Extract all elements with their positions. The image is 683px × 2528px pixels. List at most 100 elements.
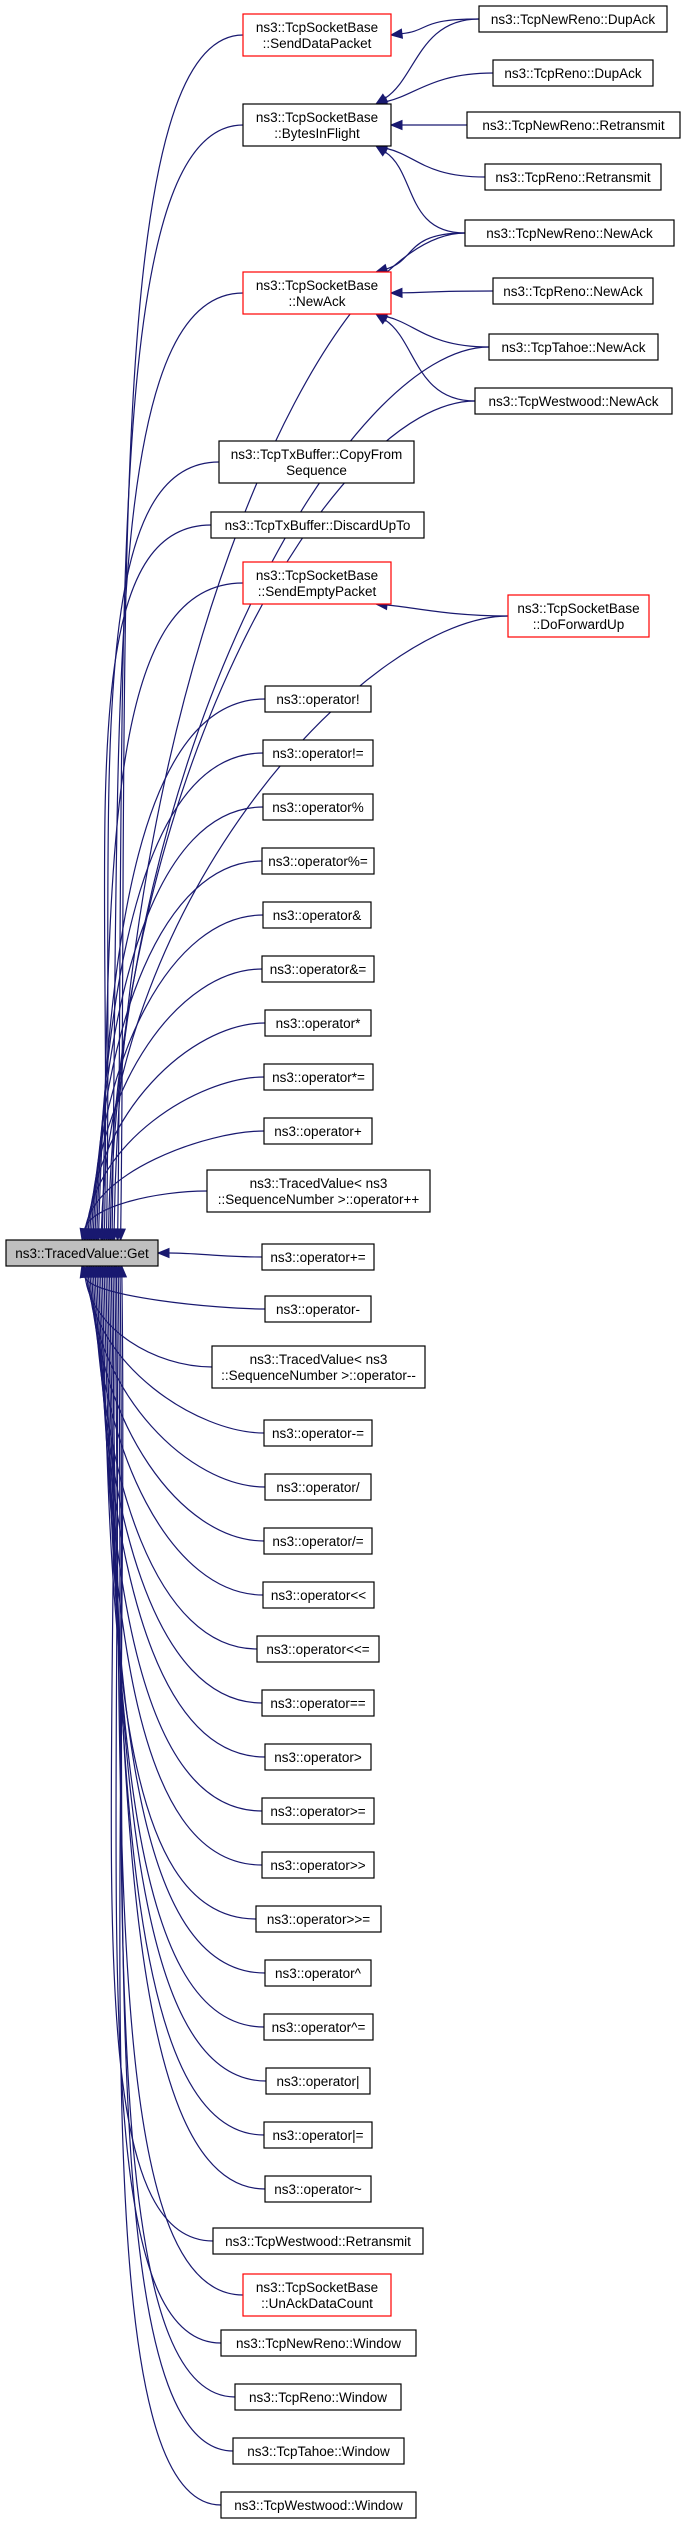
node-tv-dec[interactable]: ns3::TracedValue< ns3::SequenceNumber >:… (211, 1345, 426, 1389)
node-bytes[interactable]: ns3::TcpSocketBase::BytesInFlight (242, 103, 392, 147)
node-nr-newack[interactable]: ns3::TcpNewReno::NewAck (464, 219, 675, 247)
node-r-newack[interactable]: ns3::TcpReno::NewAck (492, 277, 654, 305)
arrowhead (79, 1227, 90, 1242)
edges-layer (79, 18, 509, 2506)
node-box (262, 901, 372, 929)
edge-line (401, 290, 494, 294)
edge-line (105, 1276, 265, 2028)
node-op-mule[interactable]: ns3::operator*= (263, 1063, 374, 1091)
edge-line (115, 1276, 222, 2344)
edge-line (91, 914, 264, 1230)
node-label: ns3::operator/= (272, 1534, 363, 1549)
node-op-sube[interactable]: ns3::operator-= (263, 1419, 373, 1447)
edge-w_window-to-get (116, 1264, 222, 2506)
node-senddata[interactable]: ns3::TcpSocketBase::SendDataPacket (242, 13, 392, 57)
node-get[interactable]: ns3::TracedValue::Get (5, 1239, 159, 1267)
edge-nr_newack-to-bytes (374, 145, 466, 234)
node-label: ns3::TcpSocketBase (256, 2280, 378, 2295)
node-op-sub[interactable]: ns3::operator- (264, 1295, 372, 1323)
node-label: Sequence (286, 463, 347, 478)
node-op-add[interactable]: ns3::operator+ (263, 1117, 373, 1145)
node-box (265, 2067, 371, 2095)
node-label: ::SequenceNumber >::operator++ (218, 1192, 420, 1207)
node-box (264, 1295, 372, 1323)
node-label: ns3::TcpWestwood::Retransmit (225, 2234, 411, 2249)
node-label: ns3::operator>>= (267, 1912, 370, 1927)
node-sbnewack[interactable]: ns3::TcpSocketBase::NewAck (242, 271, 392, 315)
node-r-window[interactable]: ns3::TcpReno::Window (234, 2383, 402, 2411)
node-op-mul[interactable]: ns3::operator* (264, 1009, 372, 1037)
node-nr-dupack[interactable]: ns3::TcpNewReno::DupAck (478, 5, 668, 33)
node-label: ns3::operator&= (270, 962, 367, 977)
node-box (474, 387, 673, 415)
node-label: ns3::operator%= (268, 854, 368, 869)
node-op-shr[interactable]: ns3::operator>> (261, 1851, 375, 1879)
node-nr-retx[interactable]: ns3::TcpNewReno::Retransmit (466, 111, 681, 139)
node-op-div[interactable]: ns3::operator/ (264, 1473, 372, 1501)
node-op-not2[interactable]: ns3::operator~ (264, 2175, 372, 2203)
node-label: ns3::TcpTahoe::Window (247, 2444, 390, 2459)
node-op-mod[interactable]: ns3::operator% (262, 793, 374, 821)
node-op-or[interactable]: ns3::operator| (265, 2067, 371, 2095)
node-discard[interactable]: ns3::TcpTxBuffer::DiscardUpTo (210, 511, 425, 539)
node-label: ns3::operator& (273, 908, 362, 923)
node-label: ns3::operator! (276, 692, 359, 707)
edge-line (107, 1276, 267, 2082)
edge-line (114, 1276, 244, 2296)
node-op-and[interactable]: ns3::operator& (262, 901, 372, 929)
edge-line (110, 1276, 214, 2242)
node-box (262, 739, 374, 767)
edge-op_not2-to-get (106, 1264, 266, 2190)
node-op-mode[interactable]: ns3::operator%= (261, 847, 375, 875)
node-doforward[interactable]: ns3::TcpSocketBase::DoForwardUp (507, 594, 650, 638)
node-t-newack[interactable]: ns3::TcpTahoe::NewAck (488, 333, 659, 361)
node-box (261, 955, 375, 983)
node-box (256, 1635, 380, 1663)
node-op-ne[interactable]: ns3::operator!= (262, 739, 374, 767)
node-label: ns3::operator== (270, 1696, 365, 1711)
edge-line (100, 615, 509, 1230)
node-op-ande[interactable]: ns3::operator&= (261, 955, 375, 983)
node-tv-inc[interactable]: ns3::TracedValue< ns3::SequenceNumber >:… (206, 1169, 431, 1213)
node-op-xore[interactable]: ns3::operator^= (263, 2013, 374, 2041)
node-op-ge[interactable]: ns3::operator>= (261, 1797, 375, 1825)
node-label: ns3::TcpSocketBase (256, 20, 378, 35)
node-nr-window[interactable]: ns3::TcpNewReno::Window (220, 2329, 417, 2357)
node-r-dupack[interactable]: ns3::TcpReno::DupAck (492, 59, 654, 87)
node-op-xor[interactable]: ns3::operator^ (264, 1959, 372, 1987)
node-box (261, 1851, 375, 1879)
node-op-adde[interactable]: ns3::operator+= (261, 1243, 375, 1271)
edge-line (384, 319, 476, 402)
node-unack[interactable]: ns3::TcpSocketBase::UnAckDataCount (242, 2273, 392, 2317)
node-box (464, 219, 675, 247)
node-op-shre[interactable]: ns3::operator>>= (255, 1905, 382, 1933)
node-w-newack[interactable]: ns3::TcpWestwood::NewAck (474, 387, 673, 415)
node-op-eq[interactable]: ns3::operator== (261, 1689, 375, 1717)
node-sendempty[interactable]: ns3::TcpSocketBase::SendEmptyPacket (242, 561, 392, 605)
node-box (234, 2383, 402, 2411)
node-box (492, 277, 654, 305)
node-r-retx[interactable]: ns3::TcpReno::Retransmit (484, 163, 662, 191)
nodes-layer: ns3::TracedValue::Getns3::TcpSocketBase:… (5, 5, 681, 2519)
node-label: ns3::TcpReno::DupAck (504, 66, 642, 81)
edge-line (119, 1276, 222, 2506)
node-w-window[interactable]: ns3::TcpWestwood::Window (220, 2491, 417, 2519)
edge-line (386, 232, 466, 270)
node-op-ore[interactable]: ns3::operator|= (263, 2121, 373, 2149)
edge-line (117, 1276, 236, 2398)
node-t-window[interactable]: ns3::TcpTahoe::Window (232, 2437, 405, 2465)
node-op-not[interactable]: ns3::operator! (264, 685, 372, 713)
node-op-gt[interactable]: ns3::operator> (264, 1743, 372, 1771)
node-box (242, 561, 392, 605)
edge-line (100, 1276, 263, 1866)
node-label: ns3::operator>= (270, 1804, 365, 1819)
edge-line (87, 1022, 266, 1230)
node-label: ns3::TcpTxBuffer::DiscardUpTo (225, 518, 411, 533)
node-label: ns3::operator+= (270, 1250, 365, 1265)
node-op-shl[interactable]: ns3::operator<< (262, 1581, 375, 1609)
node-w-retx[interactable]: ns3::TcpWestwood::Retransmit (212, 2227, 424, 2255)
node-op-shle[interactable]: ns3::operator<<= (256, 1635, 380, 1663)
node-op-dive[interactable]: ns3::operator/= (263, 1527, 373, 1555)
